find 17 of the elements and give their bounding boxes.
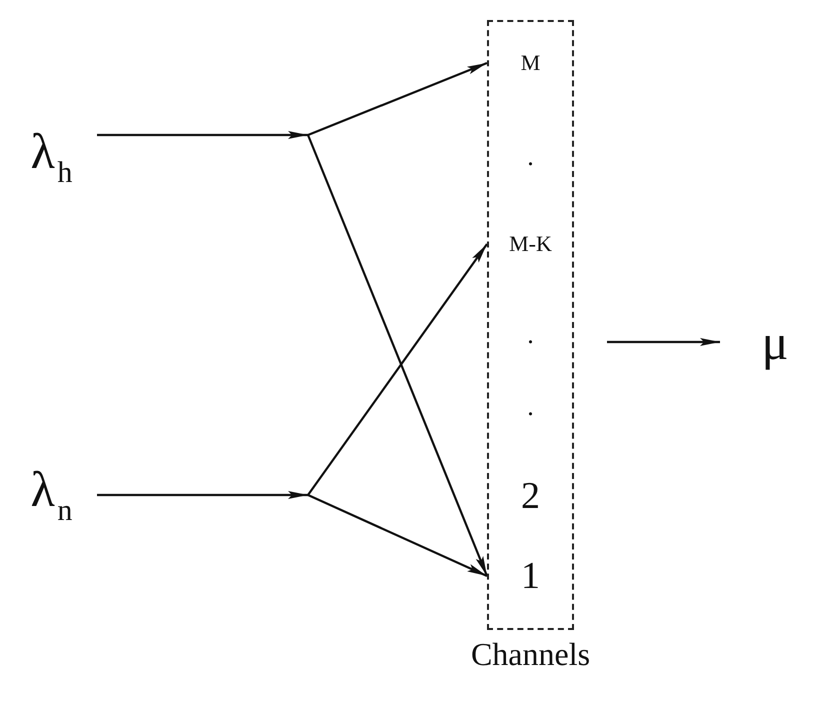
arrow bbox=[97, 131, 308, 139]
arrow bbox=[308, 494, 488, 577]
channel-label: M bbox=[520, 52, 540, 74]
symbol-label: λ$_{h}$ bbox=[30, 126, 72, 188]
arrow bbox=[607, 338, 720, 346]
channel-dots: . bbox=[527, 394, 534, 420]
channel-dots: . bbox=[527, 144, 534, 170]
arrow bbox=[308, 62, 488, 136]
channel-label: 2 bbox=[521, 477, 540, 515]
arrow bbox=[307, 243, 488, 496]
symbol-label: λ$_{n}$ bbox=[30, 464, 72, 526]
arrow bbox=[306, 134, 488, 576]
box-caption: Channels bbox=[470, 638, 590, 670]
channel-label: 1 bbox=[521, 557, 540, 595]
arrow bbox=[97, 491, 308, 499]
channel-label: M-K bbox=[509, 233, 552, 255]
channel-dots: . bbox=[527, 322, 534, 348]
